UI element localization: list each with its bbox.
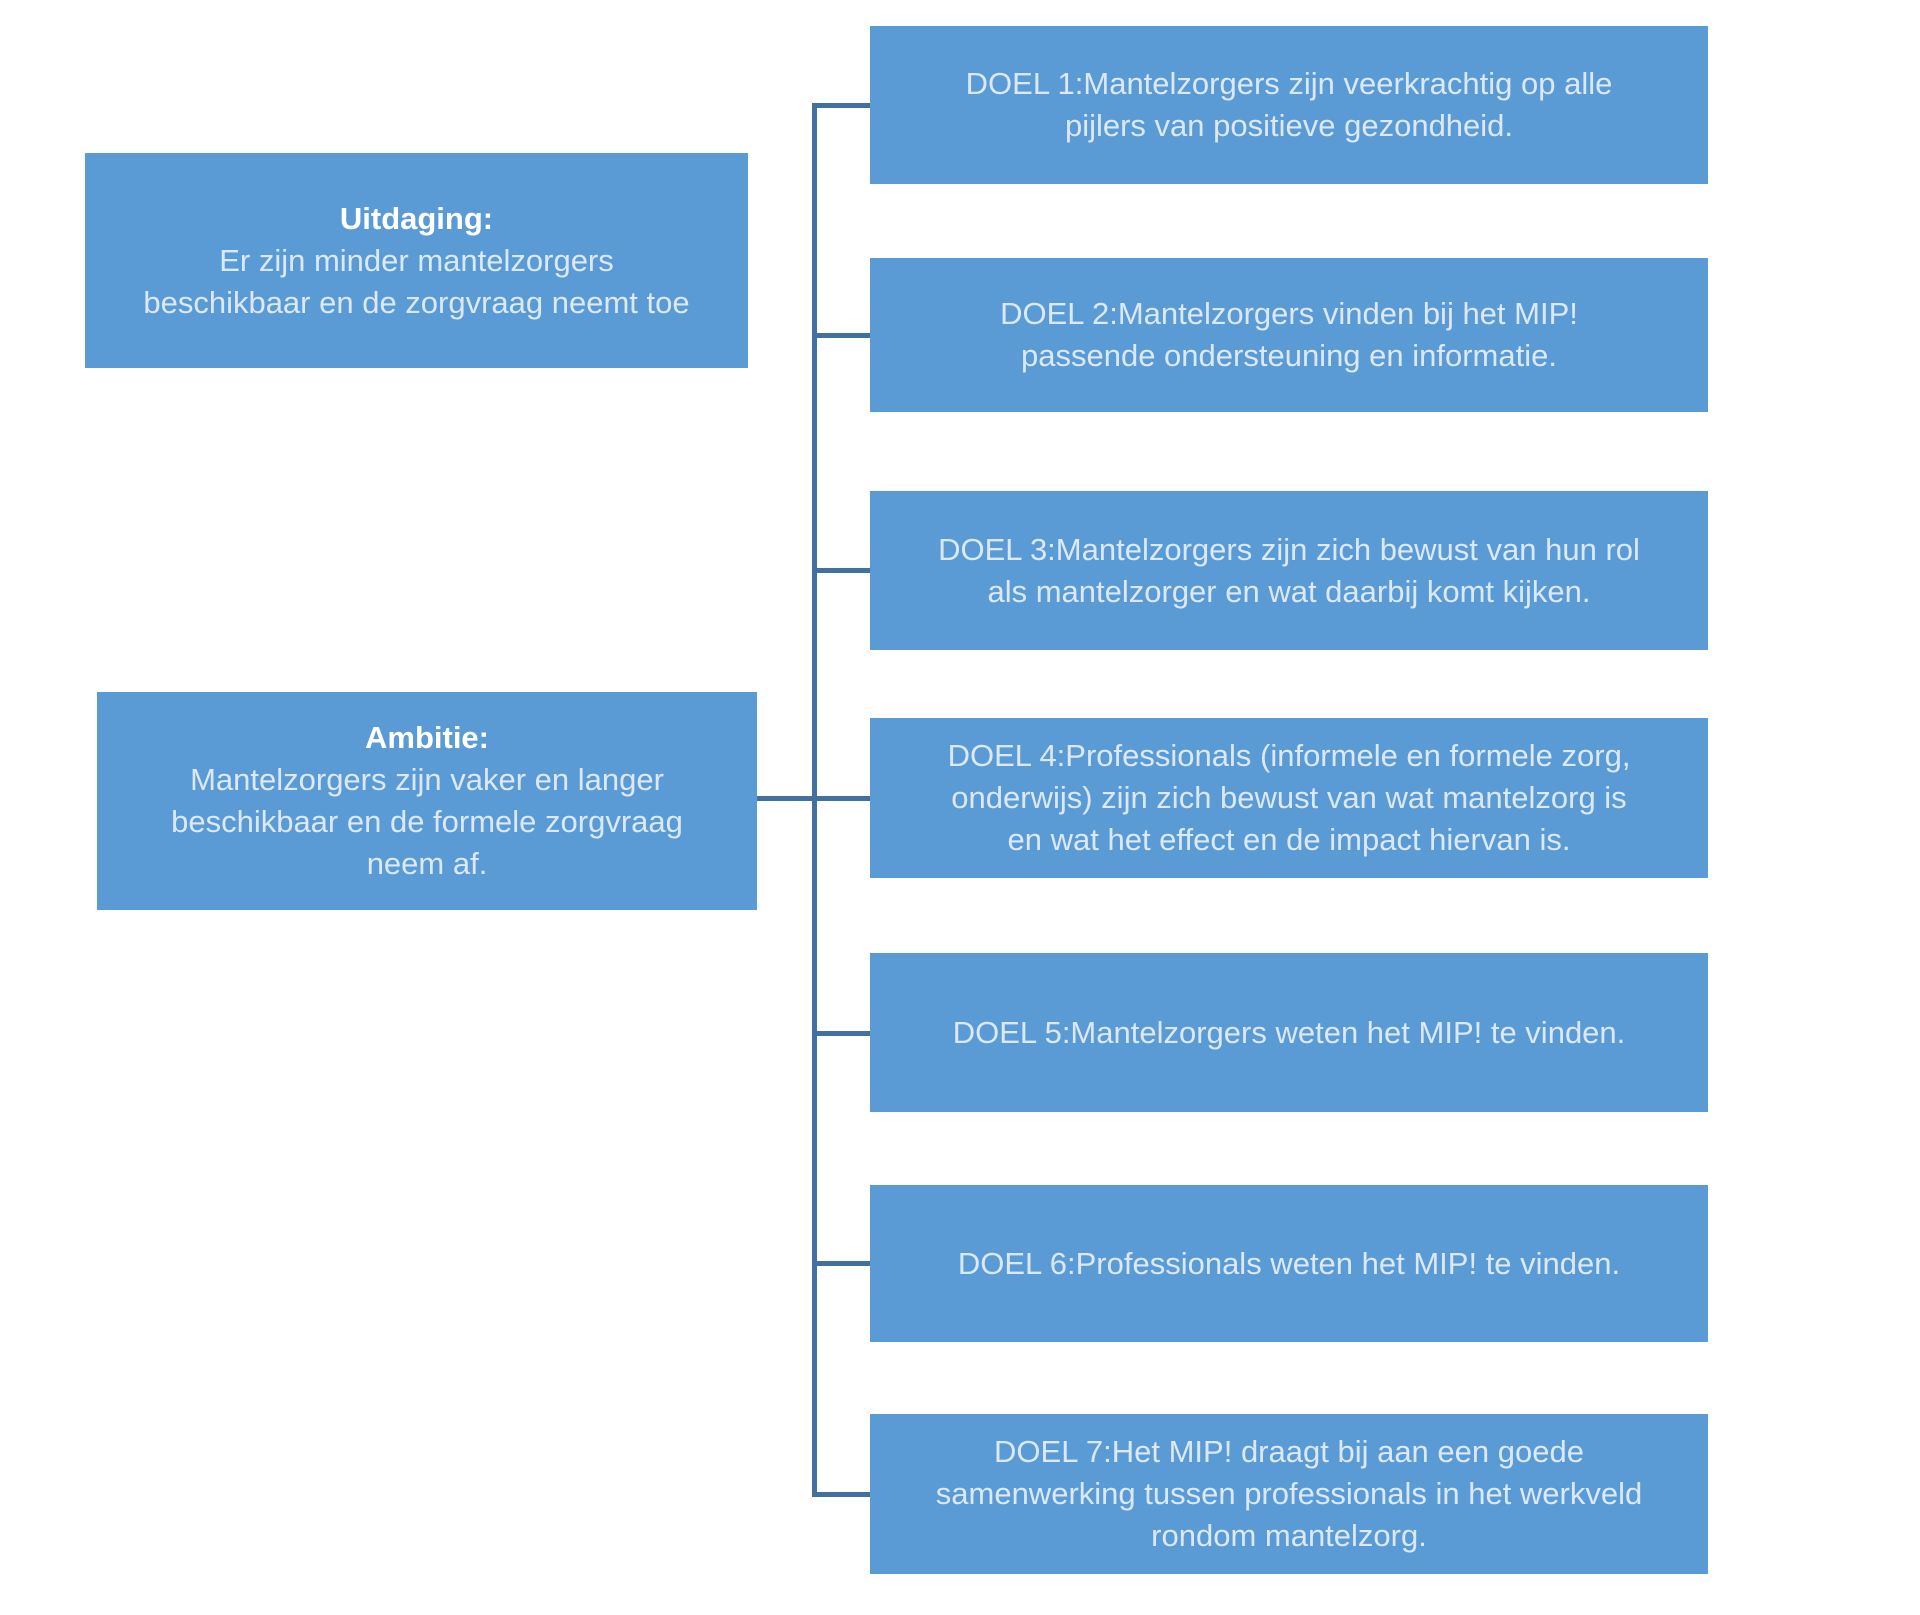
goal-text-line: samenwerking tussen professionals in het…	[935, 1476, 1643, 1511]
goal-text-line: rondom mantelzorg.	[1151, 1518, 1427, 1553]
goal-text-line: als mantelzorger en wat daarbij komt kij…	[987, 573, 1591, 609]
goal-text-line: DOEL 7:Het MIP! draagt bij aan een goede	[994, 1434, 1584, 1469]
connector-branch-doel-1	[812, 103, 870, 108]
goal-text-line: en wat het effect en de impact hiervan i…	[1007, 822, 1571, 857]
goal-text-line: onderwijs) zijn zich bewust van wat mant…	[951, 780, 1627, 815]
goal-text-line: DOEL 5:Mantelzorgers weten het MIP! te v…	[952, 1014, 1626, 1050]
goal-box-doel-1: DOEL 1:Mantelzorgers zijn veerkrachtig o…	[870, 26, 1708, 184]
goal-text-line: DOEL 3:Mantelzorgers zijn zich bewust va…	[938, 531, 1640, 567]
goal-box-doel-3: DOEL 3:Mantelzorgers zijn zich bewust va…	[870, 491, 1708, 650]
connector-branch-ambitie-doel-4	[757, 796, 870, 801]
connector-branch-doel-3	[812, 568, 870, 573]
goal-text-line: DOEL 2:Mantelzorgers vinden bij het MIP!	[1000, 296, 1578, 331]
goal-text-line: DOEL 4:Professionals (informele en forme…	[947, 738, 1631, 773]
ambition-box: Ambitie: Mantelzorgers zijn vaker en lan…	[97, 692, 757, 910]
goal-text-line: DOEL 6:Professionals weten het MIP! te v…	[957, 1245, 1621, 1281]
connector-branch-doel-7	[812, 1492, 870, 1497]
goal-text-line: pijlers van positieve gezondheid.	[1064, 108, 1514, 143]
connector-branch-doel-5	[812, 1031, 870, 1036]
challenge-text-line: Er zijn minder mantelzorgers	[219, 242, 614, 278]
goal-box-doel-7: DOEL 7:Het MIP! draagt bij aan een goede…	[870, 1414, 1708, 1574]
challenge-box: Uitdaging: Er zijn minder mantelzorgers …	[85, 153, 748, 368]
goal-box-doel-4: DOEL 4:Professionals (informele en forme…	[870, 718, 1708, 878]
goal-box-doel-5: DOEL 5:Mantelzorgers weten het MIP! te v…	[870, 953, 1708, 1112]
challenge-text-line: beschikbaar en de zorgvraag neemt toe	[143, 284, 690, 320]
goal-text-line: passende ondersteuning en informatie.	[1021, 338, 1557, 373]
ambition-text-line: beschikbaar en de formele zorgvraag	[171, 804, 683, 839]
connector-branch-doel-6	[812, 1261, 870, 1266]
goal-box-doel-2: DOEL 2:Mantelzorgers vinden bij het MIP!…	[870, 258, 1708, 412]
ambition-text-line: Mantelzorgers zijn vaker en langer	[190, 762, 664, 797]
challenge-title: Uitdaging:	[339, 200, 494, 236]
goal-text-line: DOEL 1:Mantelzorgers zijn veerkrachtig o…	[965, 66, 1613, 101]
ambition-title: Ambitie:	[365, 720, 489, 755]
connector-branch-doel-2	[812, 333, 870, 338]
ambition-text-line: neem af.	[366, 846, 488, 881]
goal-box-doel-6: DOEL 6:Professionals weten het MIP! te v…	[870, 1185, 1708, 1342]
